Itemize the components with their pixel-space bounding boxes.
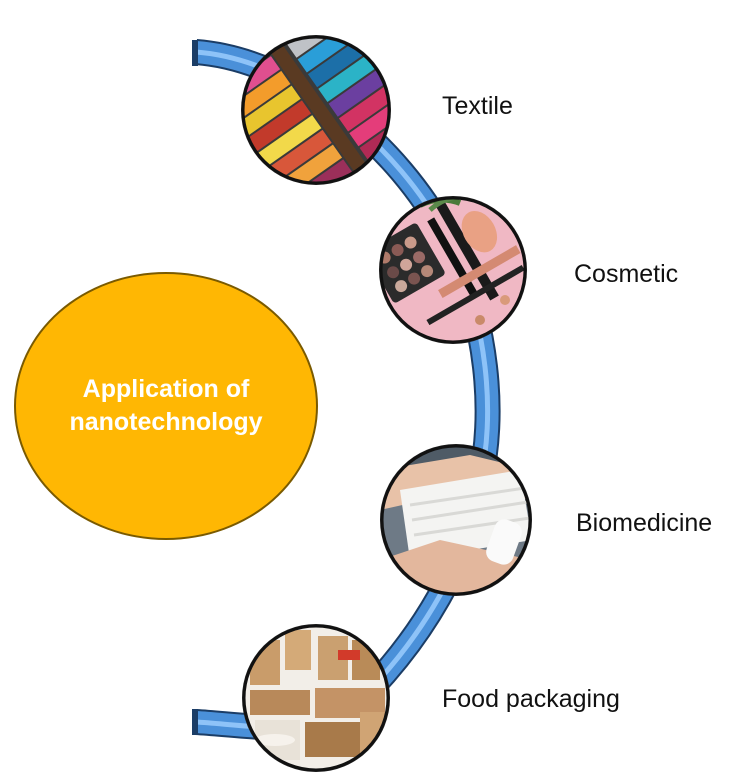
- center-topic-circle: Application of nanotechnology: [14, 272, 318, 540]
- biomedicine-label: Biomedicine: [576, 509, 713, 537]
- textile-label: Textile: [442, 92, 513, 120]
- food-packaging-image-circle: [242, 624, 390, 772]
- paper-food-packaging-icon: [244, 626, 388, 770]
- bandage-wrap-icon: [382, 446, 530, 594]
- cosmetic-label: Cosmetic: [574, 260, 679, 288]
- textile-image-circle: [241, 35, 391, 185]
- cosmetic-image-circle: [379, 196, 527, 344]
- food-packaging-label: Food packaging: [442, 685, 620, 713]
- center-topic-title: Application of nanotechnology: [69, 375, 263, 436]
- biomedicine-image-circle: [380, 444, 532, 596]
- cosmetic-makeup-icon: [381, 198, 525, 342]
